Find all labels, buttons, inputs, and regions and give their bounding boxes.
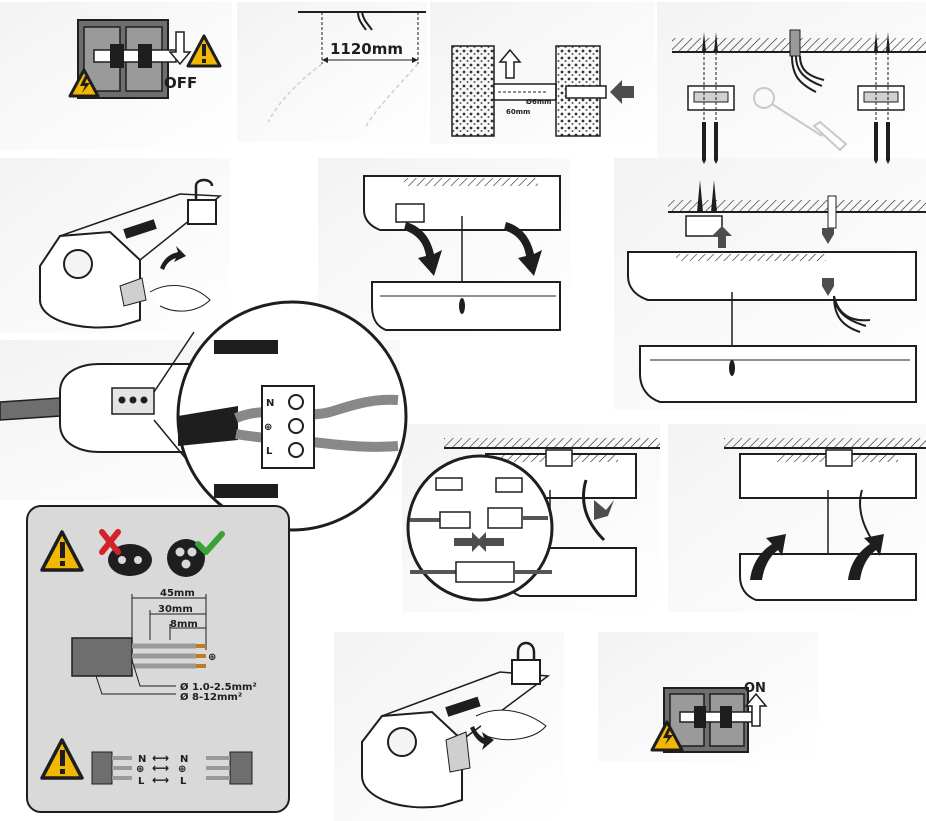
- step1-off-label: OFF: [164, 74, 197, 92]
- cable-strip-diagram: [71, 594, 207, 695]
- step7-ceiling-mount: [627, 180, 926, 403]
- wiring-left-l: L: [138, 776, 145, 787]
- step5-fixture-open: [39, 193, 223, 329]
- step9-connector: [406, 438, 660, 602]
- step4-mounting: [672, 29, 926, 164]
- wiring-map: [40, 738, 253, 785]
- step10-closing: [724, 438, 926, 601]
- step9-arrow-icon: [594, 500, 614, 520]
- strip-length-8mm: 8mm: [170, 619, 198, 630]
- step3-wall-drilling: [451, 45, 634, 137]
- correct-seal-icon: [167, 531, 225, 577]
- earth-symbol: ⊕: [208, 652, 216, 663]
- step12-on-label: ON: [744, 681, 766, 696]
- terminal-label-earth: ⊕: [264, 422, 272, 433]
- warning-icon: [186, 34, 222, 68]
- cable-spec-panel: [26, 505, 290, 813]
- step9-push-right-icon: [454, 532, 482, 552]
- step3-diameter-label: Ø6mm: [526, 98, 551, 106]
- warning-icon: [40, 738, 84, 780]
- step12-breaker: [663, 687, 753, 753]
- wiring-right-earth: ⊕: [178, 764, 186, 775]
- step3-push-arrow-icon: [610, 80, 634, 104]
- panel-bg-2: [237, 2, 427, 142]
- wiring-right-n: N: [180, 754, 188, 765]
- step8-zoom-detail: [153, 300, 408, 532]
- step10-up-arrow-icon: [848, 534, 884, 580]
- panel-bg-4: [657, 2, 926, 160]
- wrong-seal-icon: [99, 529, 152, 576]
- wire-cross-section-label: Ø 1.0-2.5mm²: [180, 681, 257, 693]
- step3-up-arrow-icon: [498, 48, 522, 79]
- strip-length-45mm: 45mm: [160, 588, 195, 599]
- step11-fixture-closed: [361, 671, 551, 809]
- step5-curved-arrow-icon: [160, 246, 186, 270]
- wiring-arrow-n: ⟷: [152, 751, 169, 765]
- step11-arrow-icon: [470, 726, 494, 750]
- step10-up-arrow-icon: [750, 534, 786, 580]
- wiring-arrow-earth: ⟷: [152, 761, 169, 775]
- strip-length-30mm: 30mm: [158, 604, 193, 615]
- step6-arrow-icon: [504, 222, 542, 276]
- step7-up-arrow-icon: [712, 226, 732, 248]
- step1-down-arrow-icon: [168, 31, 192, 66]
- step2-ceiling: [267, 11, 426, 127]
- terminal-label-l: L: [266, 446, 273, 457]
- warning-icon: [40, 530, 84, 572]
- cable-diameter-label: Ø 8-12mm²: [180, 691, 242, 703]
- warning-icon: [650, 720, 684, 752]
- wiring-left-earth: ⊕: [136, 764, 144, 775]
- wiring-left-n: N: [138, 754, 146, 765]
- step3-depth-label: 60mm: [506, 108, 530, 116]
- terminal-label-n: N: [266, 398, 274, 409]
- wiring-right-l: L: [180, 776, 187, 787]
- step9-push-left-icon: [476, 532, 504, 552]
- warning-icon: [68, 68, 100, 98]
- unlocked-padlock-icon: [187, 178, 217, 225]
- wiring-arrow-l: ⟷: [152, 773, 169, 787]
- step2-distance-label: 1120mm: [330, 40, 403, 58]
- step1-breaker: [77, 19, 177, 99]
- step6-arrow-icon: [404, 222, 442, 276]
- step12-up-arrow-icon: [744, 692, 768, 727]
- step7-down-arrow-icon: [822, 278, 834, 296]
- step6-fixture-hang: [363, 175, 561, 331]
- locked-padlock-icon: [511, 641, 541, 685]
